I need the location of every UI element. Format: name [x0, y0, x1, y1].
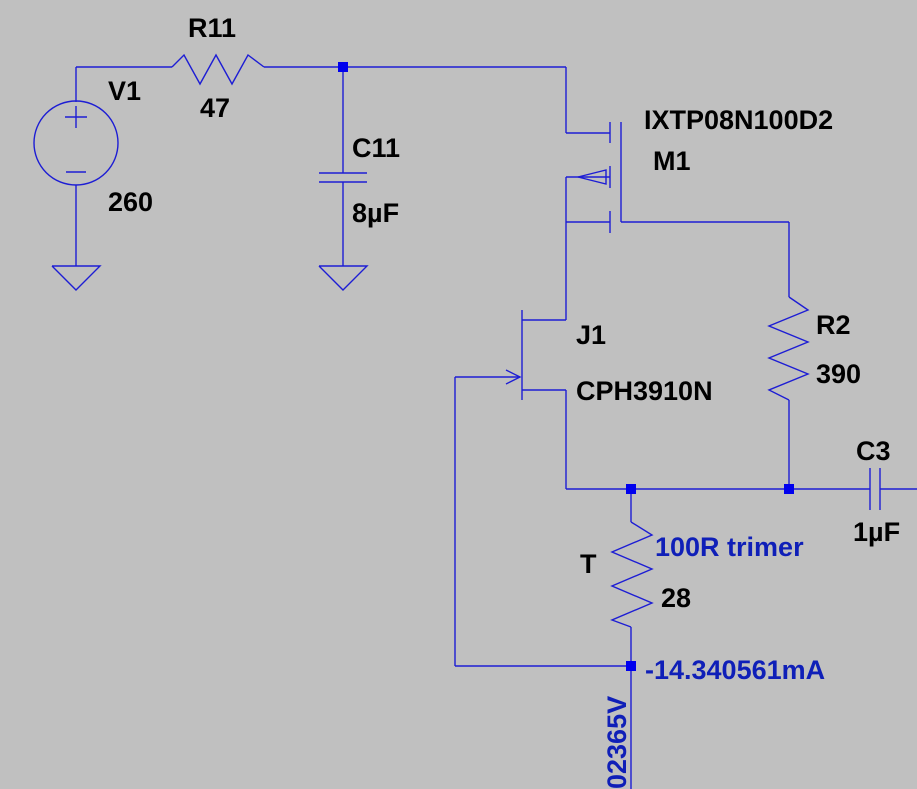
- v1-value-label: 260: [108, 187, 153, 217]
- junction-dot-c11: [338, 62, 348, 72]
- m1-model-label: IXTP08N100D2: [644, 105, 833, 135]
- current-readout-label: -14.340561mA: [645, 655, 825, 685]
- c11-ref-label: C11: [352, 133, 400, 163]
- v1-ref-label: V1: [108, 76, 141, 106]
- j1-jfet[interactable]: [454, 310, 631, 667]
- r2-resistor[interactable]: [767, 222, 810, 489]
- m1-ref-label: M1: [653, 146, 691, 176]
- c3-capacitor[interactable]: [869, 468, 917, 510]
- r11-ref-label: R11: [188, 13, 236, 43]
- v1-voltage-source[interactable]: [33, 67, 119, 266]
- voltage-readout-label: 02365V: [602, 696, 632, 789]
- ground-symbol-v1: [51, 265, 102, 291]
- junction-dot-trimer-bottom: [626, 661, 636, 671]
- t-comment-label: 100R trimer: [655, 532, 804, 562]
- junction-dot-r2: [784, 484, 794, 494]
- j1-model-label: CPH3910N: [576, 376, 713, 406]
- r2-value-label: 390: [816, 359, 861, 389]
- r11-value-label: 47: [200, 93, 230, 123]
- ground-symbol-c11: [318, 265, 369, 291]
- junction-dot-trimer-top: [626, 484, 636, 494]
- r2-ref-label: R2: [816, 310, 851, 340]
- t-ref-label: T: [580, 549, 597, 579]
- m1-mosfet[interactable]: [565, 67, 789, 320]
- t-value-label: 28: [661, 583, 691, 613]
- c11-capacitor[interactable]: [319, 67, 367, 266]
- t-trimmer-resistor[interactable]: [610, 489, 654, 789]
- c3-value-label: 1µF: [853, 517, 900, 547]
- j1-ref-label: J1: [576, 320, 606, 350]
- r11-resistor[interactable]: [76, 53, 566, 86]
- c11-value-label: 8µF: [352, 198, 399, 228]
- c3-ref-label: C3: [856, 436, 891, 466]
